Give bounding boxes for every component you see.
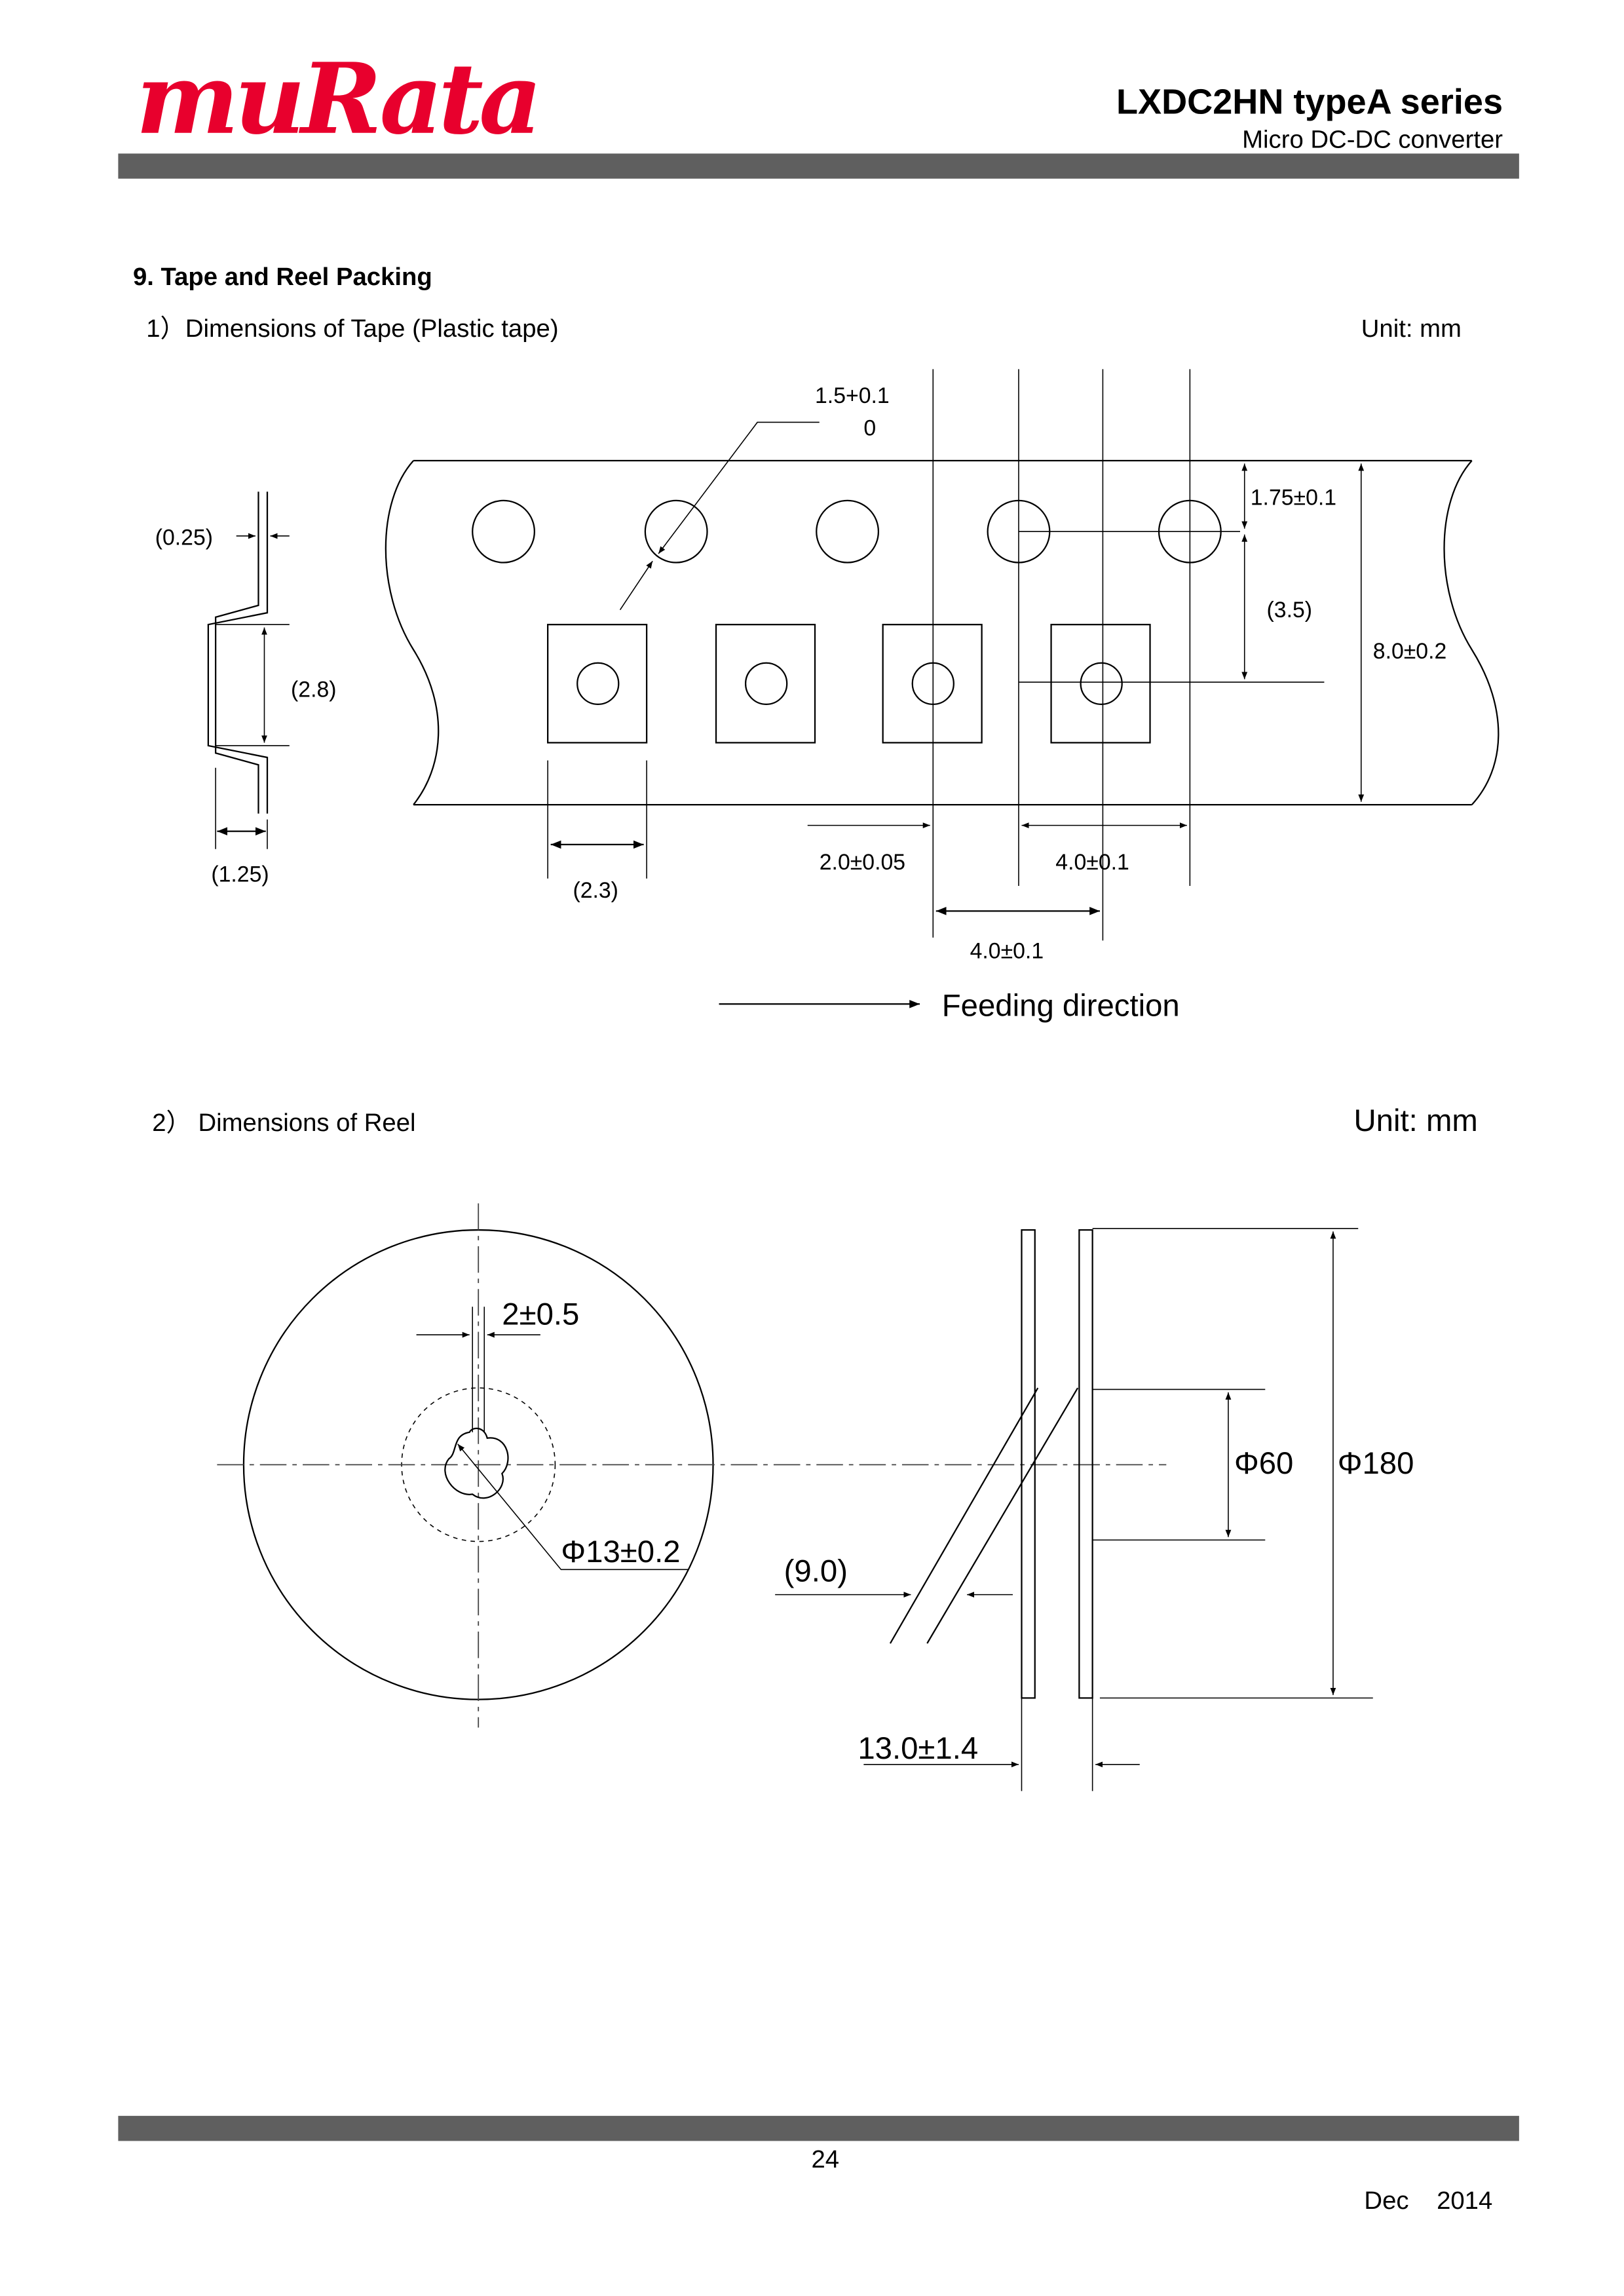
reel-unit: Unit: mm (1354, 1103, 1478, 1138)
tape-unit: Unit: mm (1361, 315, 1462, 343)
reel-front-view (217, 1203, 1167, 1728)
section-title: 9. Tape and Reel Packing (133, 263, 432, 291)
label-hole-edge: 1.75±0.1 (1251, 486, 1336, 510)
page-number: 24 (811, 2145, 839, 2173)
label-pocket-offset: (3.5) (1267, 598, 1312, 622)
label-hole-pitch: 4.0±0.1 (1055, 850, 1129, 875)
label-flange-angle: (9.0) (784, 1554, 848, 1588)
label-hole-to-pocket: 2.0±0.05 (820, 850, 905, 875)
reel-hub (444, 1427, 509, 1499)
reel-side-view (775, 1228, 1373, 1791)
svg-text:muRata: muRata (136, 42, 537, 157)
label-hole-dia-bottom: 0 (863, 416, 876, 441)
label-tape-width: 8.0±0.2 (1373, 639, 1447, 664)
label-hub-dia: Φ13±0.2 (561, 1535, 680, 1569)
label-thickness: (0.25) (155, 525, 213, 550)
label-pocket-depth: (2.8) (291, 678, 337, 702)
document-title: LXDC2HN typeA series (1116, 83, 1503, 122)
label-slot: 2±0.5 (502, 1297, 579, 1331)
reel-heading: 2） Dimensions of Reel (152, 1109, 415, 1137)
pockets (547, 624, 1151, 744)
label-hole-dia-top: 1.5+0.1 (815, 383, 890, 408)
feed-direction-label: Feeding direction (942, 988, 1180, 1023)
label-reel-dia: Φ180 (1338, 1446, 1414, 1481)
footer-bar (118, 2116, 1519, 2141)
tape-heading: 1）Dimensions of Tape (Plastic tape) (146, 315, 558, 343)
label-reel-width: 13.0±1.4 (858, 1731, 978, 1766)
label-pocket-pitch: 4.0±0.1 (970, 938, 1044, 963)
label-pocket-total: (1.25) (211, 862, 269, 887)
document-subtitle: Micro DC-DC converter (1242, 125, 1503, 153)
header-bar (118, 153, 1519, 179)
footer-date: Dec 2014 (1364, 2187, 1492, 2215)
tape-drawing (207, 369, 1500, 941)
label-hub-outer: Φ60 (1234, 1446, 1293, 1481)
murata-logo: muRata (136, 42, 542, 157)
label-pocket-width: (2.3) (573, 878, 618, 903)
tape-cross-section (207, 491, 269, 814)
